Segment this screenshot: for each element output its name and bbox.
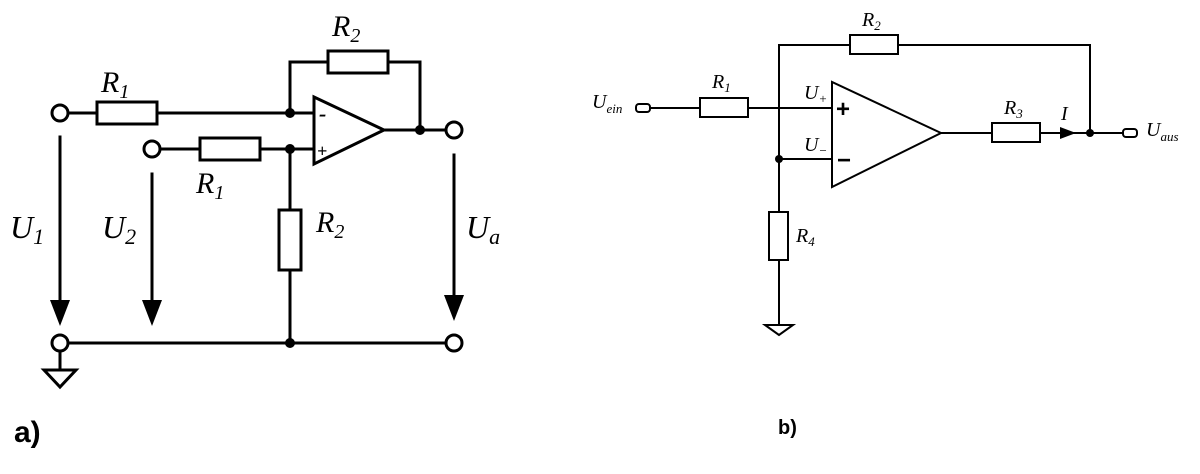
arrow-head-icon [444,295,464,321]
panel-a-voltage-arrows [50,135,464,326]
panel-b-label-r1: R1 [711,71,731,95]
panel-a-wires [58,60,448,372]
panel-a-label-u2: U2 [102,209,136,249]
panel-b-opamp-symbol [831,80,944,189]
panel-b-circuit: + − R1 R2 R3 R4 Uein Uaus U+ U− I b) [592,9,1179,439]
panel-a-input-terminal-u2 [142,139,162,159]
panel-b-opamp-plus: + [836,96,850,123]
panel-a-junction-dot [285,144,295,154]
panel-b-label-u-ein: Uein [592,91,622,116]
panel-a-ground-terminal-left [50,333,70,353]
panel-a-label-r1-top: R1 [100,66,129,103]
panel-a-ground-icon [40,368,80,390]
panel-b-label-r3: R3 [1003,97,1023,121]
panel-b-current-arrow-icon [1060,127,1076,139]
panel-a-junction-dot [285,338,295,348]
panel-a-label-r1-bottom: R1 [195,167,224,204]
panel-b-junction-dot [1086,129,1094,137]
panel-a-opamp-symbol [312,94,388,167]
panel-b-input-terminal [635,103,651,113]
panel-b-label: b) [778,417,797,439]
arrow-head-icon [50,300,70,326]
panel-a-r1-top-resistor [95,100,159,126]
panel-b-r3-resistor [991,122,1041,143]
panel-a-label: a) [14,416,41,449]
panel-a-label-u1: U1 [10,209,44,249]
panel-a-ground-terminal-right [444,333,464,353]
panel-a-opamp-minus: - [319,101,326,126]
panel-a-output-terminal [444,120,464,140]
panel-b-opamp-minus: − [837,147,851,174]
panel-b-label-u-plus: U+ [804,82,827,106]
panel-a-label-r2-top: R2 [331,10,360,47]
panel-b-wires [649,44,1124,326]
panel-a-label-r2-bottom: R2 [315,206,344,243]
panel-a-junction-dot [285,108,295,118]
panel-b-label-r4: R4 [795,225,815,249]
panel-a-circuit: - + R1 R2 R1 R2 U1 U2 Ua a) [10,10,500,449]
panel-a-r2-feedback-resistor [326,49,390,75]
panel-b-output-terminal [1122,128,1138,138]
panel-a-opamp-plus: + [317,141,327,161]
panel-b-r2-resistor [849,34,899,55]
panel-a-label-ua: Ua [466,209,500,249]
panel-a-r1-bottom-resistor [198,136,262,162]
panel-b-label-current: I [1060,103,1069,125]
panel-b-ground-icon [761,324,797,337]
panel-a-r2-ground-resistor [277,208,303,272]
panel-b-r4-resistor [768,211,789,261]
panel-b-label-u-aus: Uaus [1146,119,1179,144]
panel-b-r1-resistor [699,97,749,118]
panel-a-junction-dot [415,125,425,135]
panel-b-junction-dot [775,155,783,163]
panel-b-label-r2: R2 [861,9,881,33]
panel-b-label-u-minus: U− [804,134,827,158]
arrow-head-icon [142,300,162,326]
panel-a-input-terminal-u1 [50,103,70,123]
